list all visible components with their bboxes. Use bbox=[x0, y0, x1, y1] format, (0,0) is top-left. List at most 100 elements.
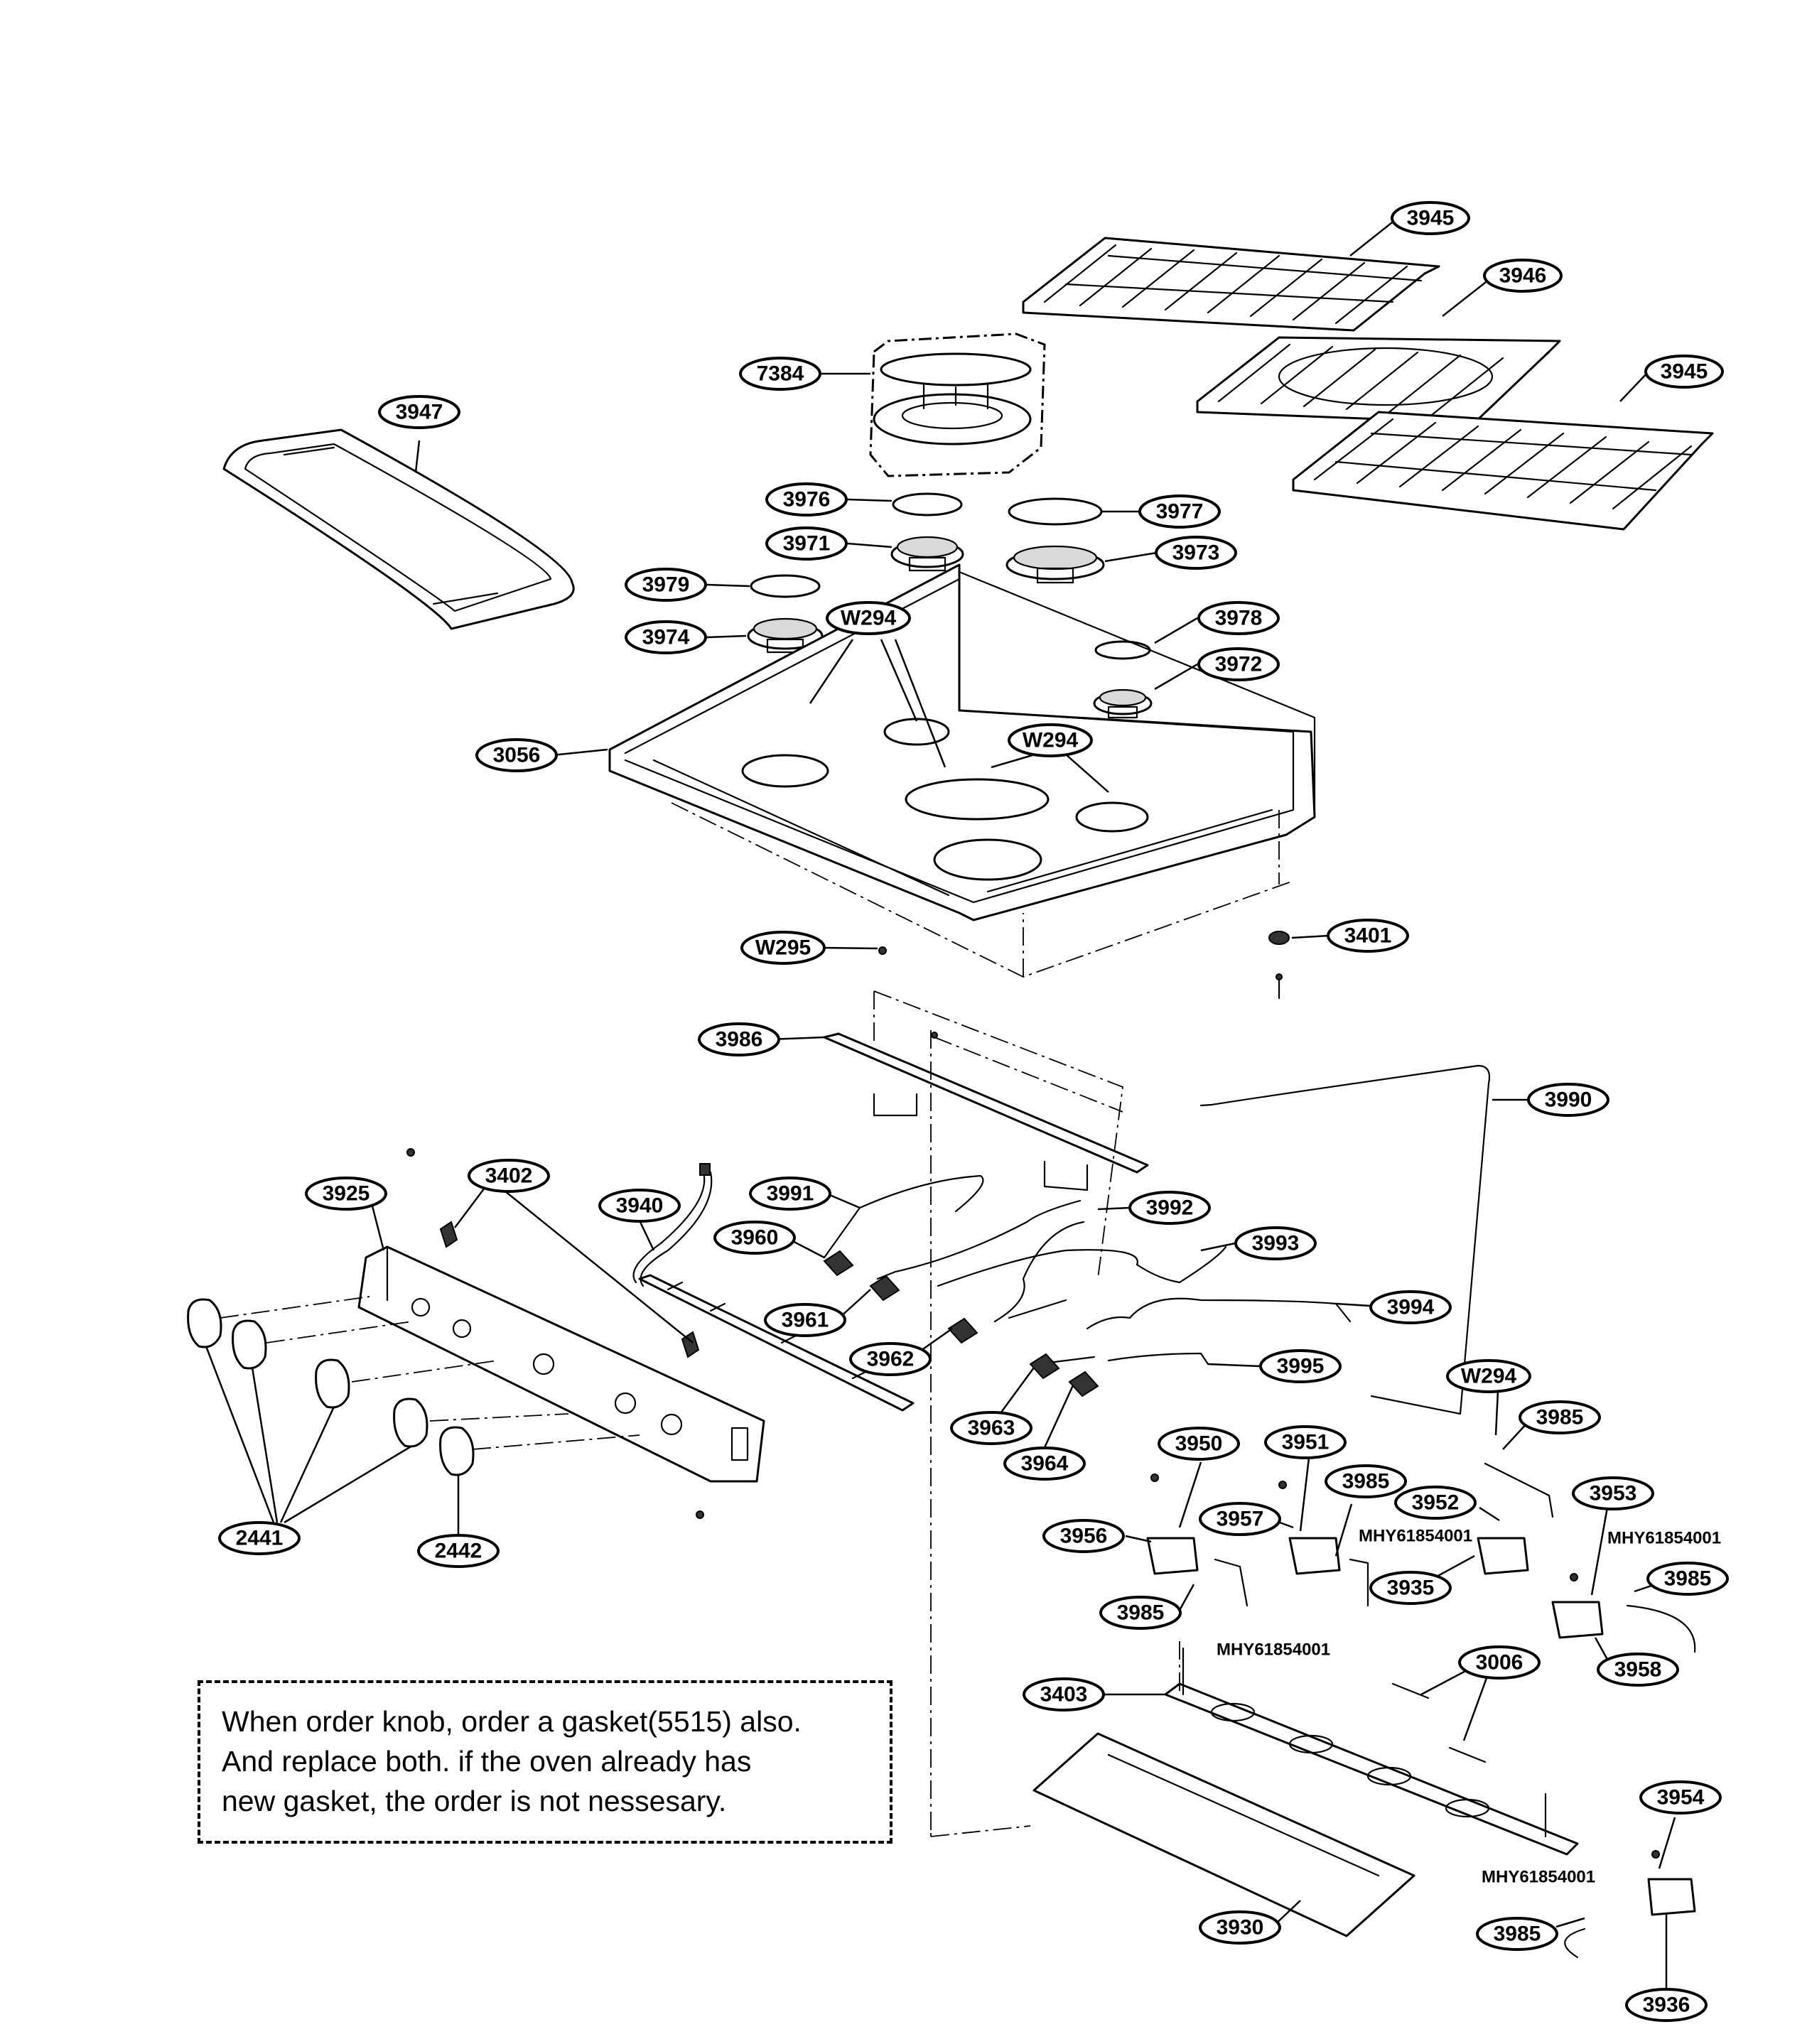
label-mhy61854001-4: MHY61854001 bbox=[1482, 1868, 1595, 1887]
svg-text:3951: 3951 bbox=[1282, 1431, 1330, 1454]
center-burner-assembly-7384 bbox=[869, 332, 1046, 477]
callout-3979: 3979 bbox=[625, 568, 707, 602]
svg-text:3401: 3401 bbox=[1344, 924, 1392, 948]
svg-text:3402: 3402 bbox=[485, 1164, 533, 1188]
callout-3978: 3978 bbox=[1197, 601, 1280, 635]
svg-text:3953: 3953 bbox=[1590, 1482, 1637, 1505]
svg-text:3991: 3991 bbox=[767, 1182, 814, 1206]
callout-3940: 3940 bbox=[598, 1189, 681, 1223]
callout-3945-top: 3945 bbox=[1391, 201, 1470, 235]
svg-text:3940: 3940 bbox=[616, 1194, 664, 1218]
svg-text:3945: 3945 bbox=[1407, 207, 1455, 230]
svg-text:3930: 3930 bbox=[1217, 1916, 1264, 1940]
svg-text:W294: W294 bbox=[1461, 1365, 1517, 1388]
svg-text:3956: 3956 bbox=[1060, 1525, 1108, 1548]
svg-text:3961: 3961 bbox=[782, 1309, 829, 1332]
heat-shield-3930 bbox=[1032, 1732, 1415, 1937]
callout-w294-middle: W294 bbox=[1008, 723, 1093, 757]
callout-3985-b: 3985 bbox=[1325, 1464, 1407, 1498]
svg-text:3977: 3977 bbox=[1156, 500, 1204, 524]
svg-text:3979: 3979 bbox=[642, 573, 690, 597]
svg-text:3936: 3936 bbox=[1643, 1994, 1690, 2017]
svg-text:3957: 3957 bbox=[1217, 1508, 1264, 1531]
svg-text:3962: 3962 bbox=[867, 1348, 915, 1371]
leader-lines bbox=[205, 220, 1676, 1989]
svg-text:3993: 3993 bbox=[1252, 1232, 1300, 1255]
screw-w295 bbox=[878, 946, 887, 955]
callout-3962: 3962 bbox=[849, 1342, 932, 1376]
callout-3986: 3986 bbox=[698, 1022, 780, 1056]
callout-3946: 3946 bbox=[1483, 259, 1563, 293]
svg-text:3963: 3963 bbox=[968, 1417, 1015, 1440]
callout-3995: 3995 bbox=[1259, 1349, 1342, 1383]
callout-3935: 3935 bbox=[1369, 1571, 1452, 1605]
callout-3950: 3950 bbox=[1158, 1427, 1240, 1461]
callout-3977: 3977 bbox=[1138, 494, 1221, 529]
burner-grate-3946-middle bbox=[1196, 336, 1561, 424]
callout-3961: 3961 bbox=[764, 1303, 846, 1337]
callout-3930: 3930 bbox=[1199, 1910, 1281, 1945]
gas-valves bbox=[823, 1250, 1099, 1397]
svg-text:3985: 3985 bbox=[1494, 1923, 1541, 1946]
callout-3954: 3954 bbox=[1639, 1780, 1722, 1815]
callout-3991: 3991 bbox=[749, 1177, 831, 1211]
svg-text:3994: 3994 bbox=[1387, 1296, 1435, 1319]
griddle-3947 bbox=[222, 428, 575, 630]
svg-text:3056: 3056 bbox=[493, 744, 541, 767]
svg-text:3978: 3978 bbox=[1215, 607, 1263, 630]
burner-box-3403 bbox=[1164, 1647, 1579, 1856]
svg-text:3986: 3986 bbox=[716, 1028, 763, 1051]
wire-harness-3940 bbox=[632, 1163, 713, 1287]
callout-3974: 3974 bbox=[625, 620, 707, 654]
callout-3994: 3994 bbox=[1369, 1290, 1452, 1324]
cooktop-3056 bbox=[608, 563, 1316, 978]
svg-text:3952: 3952 bbox=[1412, 1491, 1460, 1515]
callout-2441: 2441 bbox=[218, 1521, 301, 1555]
svg-text:3945: 3945 bbox=[1661, 360, 1708, 384]
callout-w294-right: W294 bbox=[1446, 1359, 1531, 1393]
svg-text:3935: 3935 bbox=[1387, 1577, 1435, 1600]
callout-3945-bottom: 3945 bbox=[1644, 355, 1724, 389]
svg-text:3976: 3976 bbox=[783, 488, 831, 512]
svg-text:2442: 2442 bbox=[435, 1540, 482, 1563]
label-mhy61854001-3: MHY61854001 bbox=[1217, 1640, 1330, 1660]
control-panel-3925 bbox=[357, 1148, 765, 1519]
knobs-2441 bbox=[187, 1298, 428, 1448]
svg-text:3974: 3974 bbox=[642, 626, 690, 649]
callout-3006: 3006 bbox=[1458, 1645, 1541, 1680]
callout-3947: 3947 bbox=[378, 395, 460, 429]
burner-head-3973 bbox=[1005, 545, 1105, 584]
burner-grate-3945-top bbox=[1022, 237, 1440, 332]
callout-3976: 3976 bbox=[765, 482, 848, 517]
callout-3401: 3401 bbox=[1327, 919, 1409, 953]
callout-3973: 3973 bbox=[1155, 536, 1237, 570]
callout-3985-d: 3985 bbox=[1646, 1562, 1729, 1596]
callout-3992: 3992 bbox=[1128, 1191, 1211, 1225]
callout-3963: 3963 bbox=[950, 1411, 1032, 1445]
callout-3056: 3056 bbox=[475, 738, 558, 772]
callout-3985-e: 3985 bbox=[1476, 1917, 1558, 1951]
callout-3985-c: 3985 bbox=[1099, 1596, 1182, 1630]
svg-text:3403: 3403 bbox=[1040, 1683, 1088, 1707]
callout-3993: 3993 bbox=[1234, 1226, 1317, 1260]
callout-2442: 2442 bbox=[417, 1534, 500, 1568]
burner-cap-3979 bbox=[750, 574, 821, 598]
svg-text:3006: 3006 bbox=[1476, 1651, 1524, 1675]
burner-cap-3977 bbox=[1008, 497, 1103, 526]
burner-head-3974 bbox=[747, 617, 824, 654]
svg-text:3946: 3946 bbox=[1499, 264, 1547, 288]
burner-head-3972 bbox=[1093, 688, 1153, 719]
callout-3402: 3402 bbox=[468, 1159, 550, 1193]
order-note-box: When order knob, order a gasket(5515) al… bbox=[198, 1680, 892, 1844]
callout-3972: 3972 bbox=[1197, 647, 1280, 681]
burner-grate-3945-bottom bbox=[1292, 411, 1714, 531]
svg-text:W294: W294 bbox=[1023, 729, 1079, 752]
svg-text:3985: 3985 bbox=[1342, 1470, 1390, 1493]
callout-3952: 3952 bbox=[1394, 1486, 1477, 1520]
svg-text:3972: 3972 bbox=[1215, 653, 1263, 676]
callout-3951: 3951 bbox=[1264, 1425, 1347, 1459]
svg-text:3947: 3947 bbox=[396, 401, 443, 424]
manifold-rail bbox=[638, 1274, 915, 1412]
svg-text:3990: 3990 bbox=[1545, 1088, 1592, 1112]
svg-text:3960: 3960 bbox=[731, 1226, 779, 1250]
